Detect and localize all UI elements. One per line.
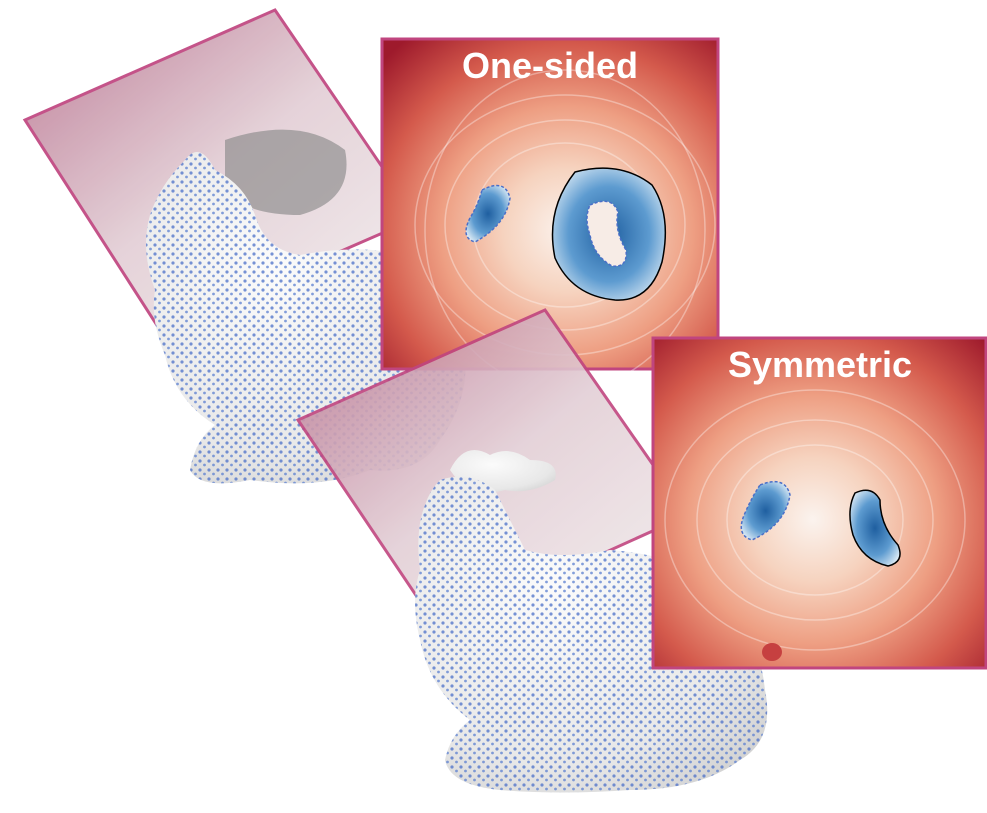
panel-symmetric-frame bbox=[651, 336, 987, 670]
panel-symmetric-title: Symmetric bbox=[728, 344, 912, 385]
inside-region-left-one-sided bbox=[465, 184, 511, 243]
low-spot-symmetric bbox=[762, 643, 782, 661]
panel-symmetric: Symmetric bbox=[651, 336, 987, 670]
bunny-bottom bbox=[295, 308, 768, 793]
inside-region-left-symmetric bbox=[740, 480, 791, 541]
point-cloud-bottom bbox=[415, 476, 768, 793]
contour-bands-symmetric bbox=[664, 389, 966, 651]
hole-right-one-sided bbox=[586, 200, 627, 267]
mesh-shadow-top bbox=[225, 129, 347, 215]
inside-region-right-symmetric bbox=[849, 489, 901, 567]
panel-one-sided-title: One-sided bbox=[462, 45, 638, 86]
